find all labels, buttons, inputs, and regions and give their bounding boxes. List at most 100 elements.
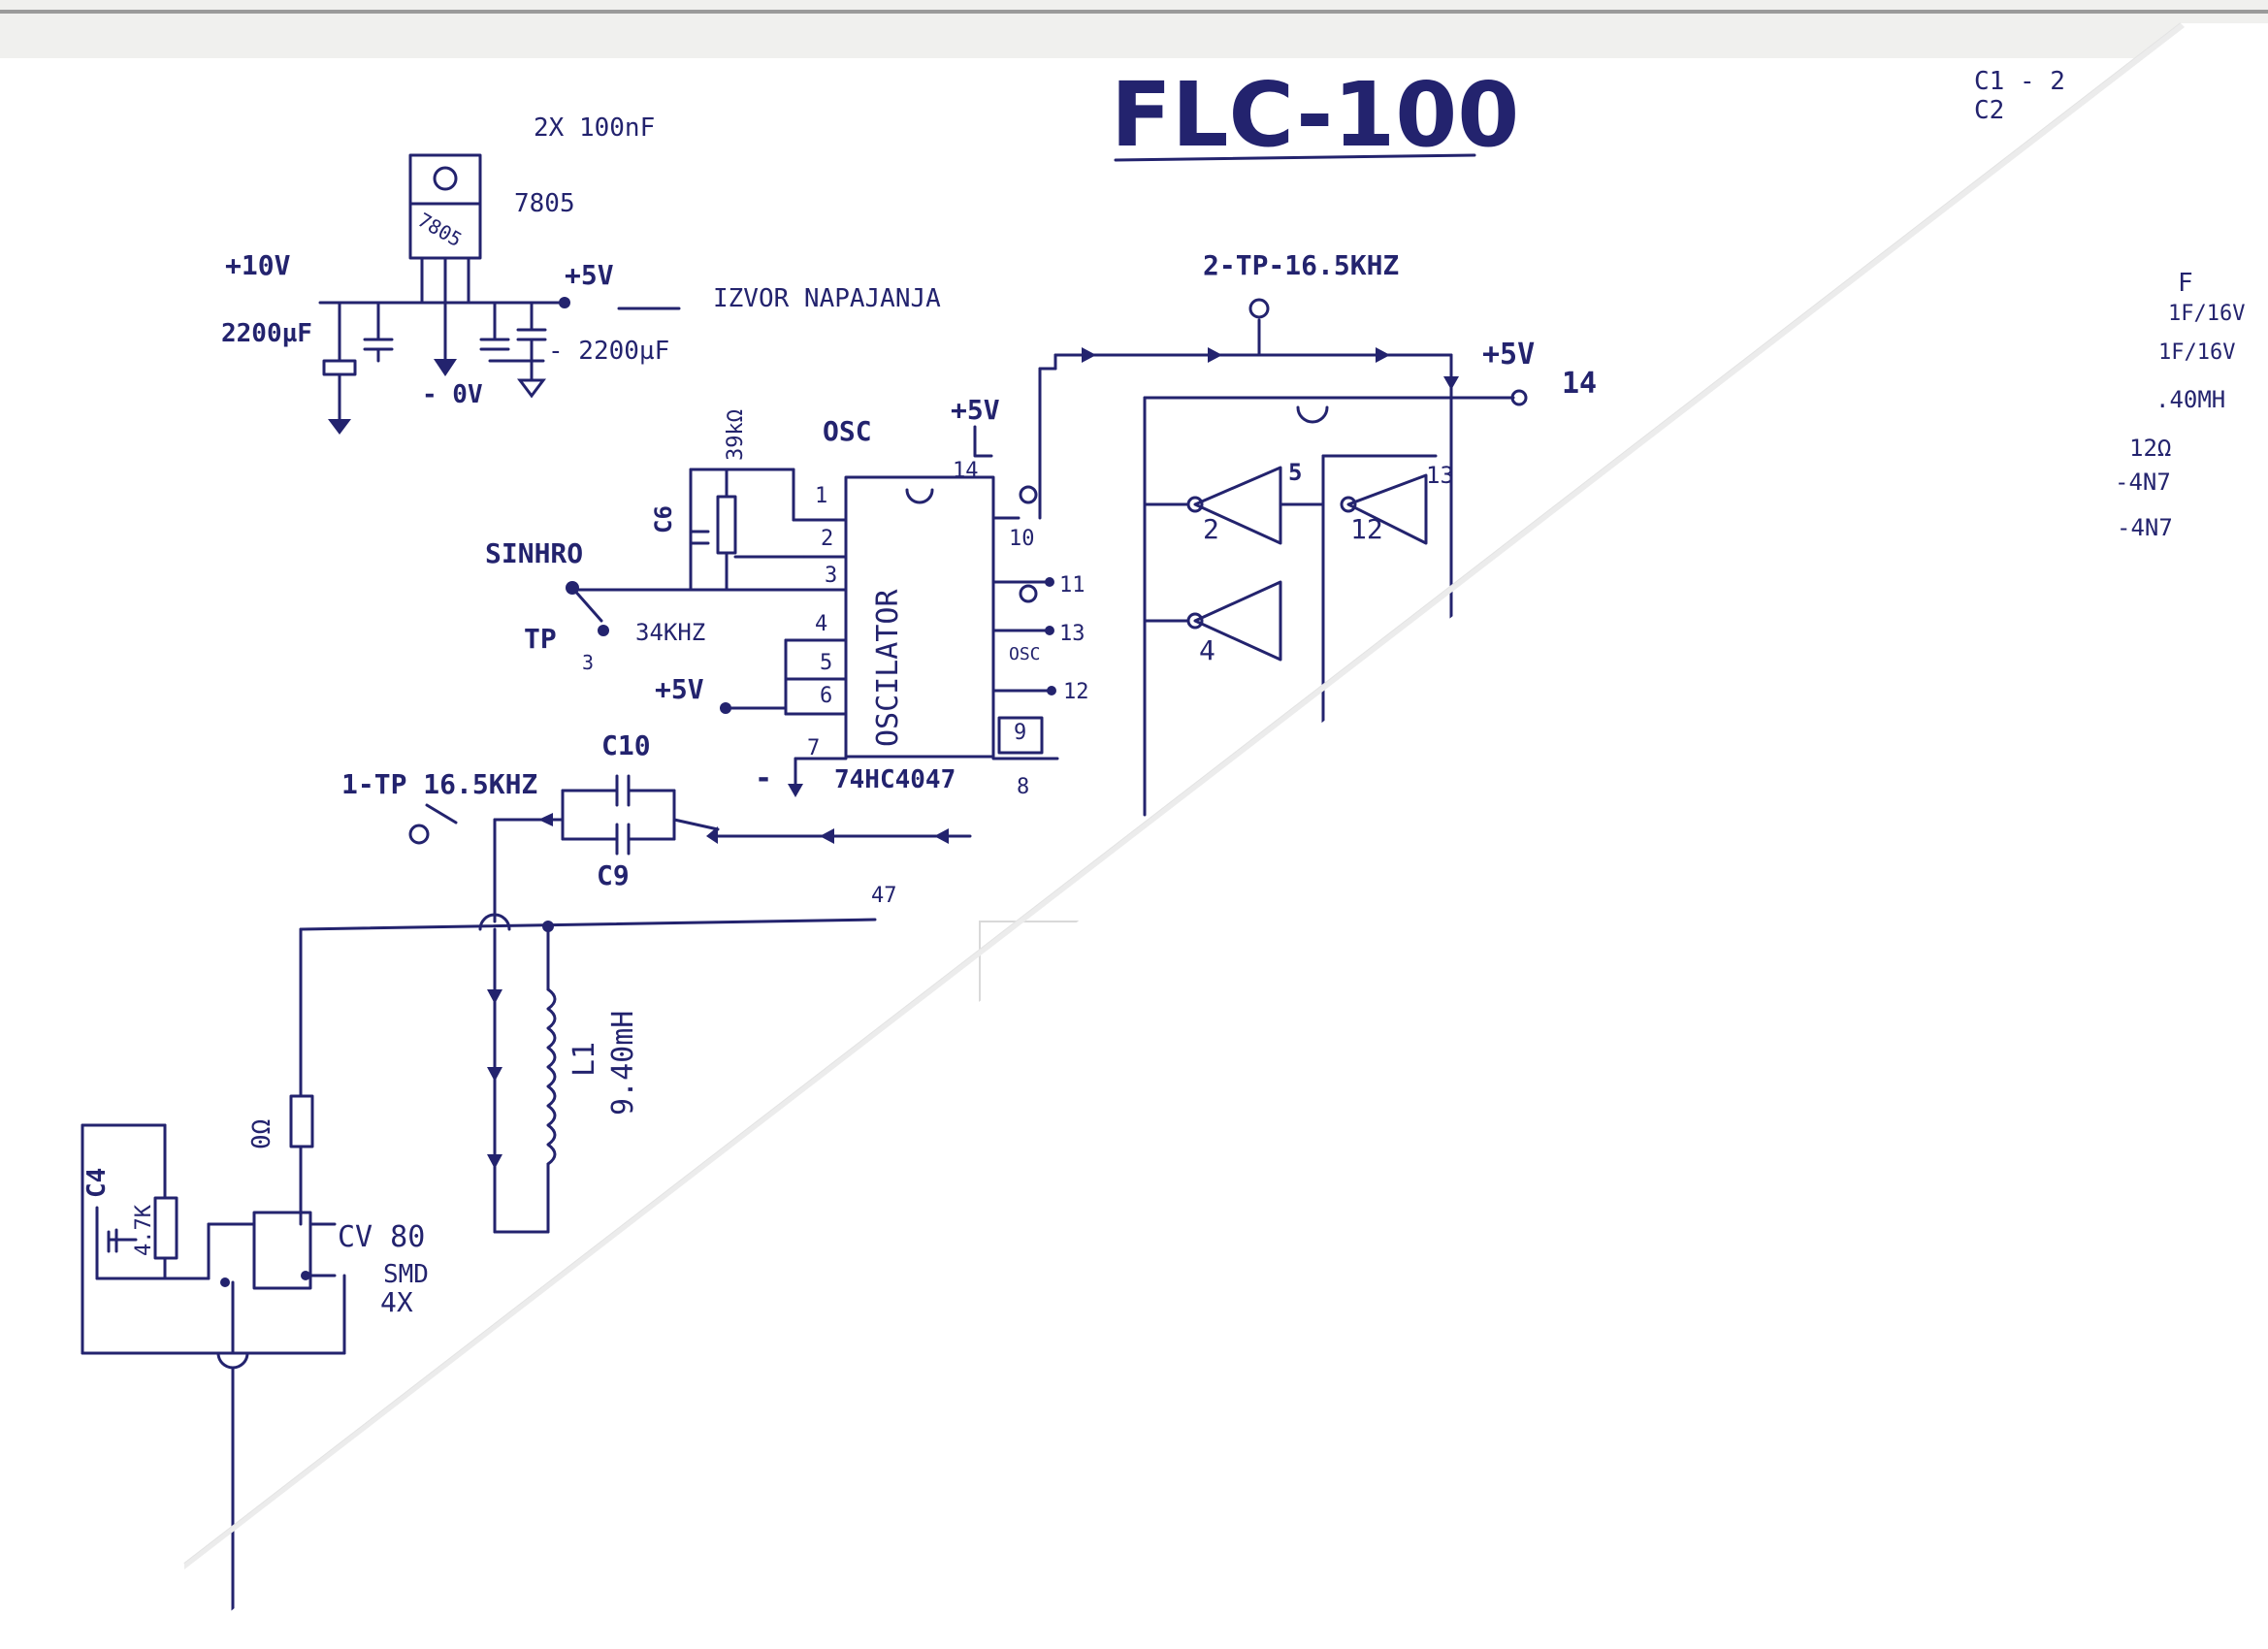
ic-74hc4047 (844, 475, 995, 759)
ic-body-label: OSCILATOR (871, 589, 905, 747)
flow-arrow (706, 826, 718, 844)
gate-pin-label: 13 (1426, 462, 1454, 489)
fold-shadow (184, 23, 2185, 1569)
inverter-gate (1193, 580, 1282, 662)
pin-label: 7 (807, 736, 820, 760)
osc-gnd-minus: - (755, 761, 772, 795)
tp1-label: 1-TP 16.5KHZ (341, 768, 537, 800)
pin-o-node (1019, 485, 1038, 504)
pin14-node (1510, 389, 1528, 406)
gate-label: 12 (1350, 513, 1383, 545)
ic-notch (905, 488, 934, 504)
mosfet-package (252, 1211, 312, 1290)
pin-label: 13 (1059, 622, 1085, 646)
oscillator-section: OSC +5V OSCILATOR 74HC4047 1 2 3 4 5 6 7… (485, 367, 1089, 799)
input-voltage: +10V (225, 249, 291, 281)
gate-label: 2 (1203, 513, 1219, 545)
flow-arrow (487, 1154, 502, 1169)
tp3-sub: 3 (582, 651, 594, 674)
flow-arrow (1082, 347, 1096, 363)
pin-label: 11 (1059, 573, 1085, 598)
right-note: -4N7 (2115, 469, 2171, 496)
sync-label: SINHRO (485, 537, 583, 569)
pin-label: 5 (820, 651, 832, 675)
flow-arrow (820, 828, 834, 844)
mosfet-package-type: SMD (383, 1260, 429, 1289)
gnd-arrow-left (328, 419, 351, 435)
resistor-4k7-label: 4.7K (132, 1204, 156, 1256)
pin-label: 3 (825, 564, 837, 588)
pin-label: 4 (815, 612, 827, 636)
folded-page-corner (184, 23, 2268, 1649)
tp3-label: TP (524, 623, 557, 655)
right-note: -4N7 (2117, 514, 2173, 541)
pin-label: 10 (1009, 527, 1035, 551)
page-title: FLC-100 (1111, 63, 1519, 167)
output-cap: - 2200µF (548, 337, 669, 366)
c10-label: C10 (601, 729, 651, 761)
coil-section: 47 L1 9.40mH (299, 884, 897, 1234)
title-underline (1114, 153, 1476, 162)
pin-label: 2 (821, 527, 833, 551)
gnd-arrow-center (434, 359, 457, 376)
timing-resistor-value: 39kΩ (724, 409, 748, 461)
gate-ic-notch (1296, 405, 1329, 424)
partial-resistor: 47 (871, 884, 897, 908)
flow-arrow (487, 989, 502, 1004)
flow-arrow (1443, 376, 1459, 390)
right-note: 1F/16V (2158, 340, 2235, 365)
ic-part-number: 74HC4047 (834, 765, 956, 794)
right-notes: F 1F/16V 1F/16V .40MH 12Ω -4N7 -4N7 (2115, 269, 2245, 541)
osc-vcc-left: +5V (655, 673, 704, 705)
input-cap: 2200µF (221, 319, 312, 348)
pin-label: 6 (820, 684, 832, 708)
flow-arrow (1376, 347, 1390, 363)
pin9-box (997, 716, 1044, 755)
flow-arrow (538, 813, 553, 826)
pin-label: 14 (953, 459, 979, 483)
pin-label: 8 (1017, 775, 1029, 799)
flow-arrow (1208, 347, 1222, 363)
pin-label: 12 (1063, 680, 1089, 704)
gate-label: 4 (1199, 634, 1215, 666)
corner-note-c1: C1 - 2 (1974, 67, 2065, 96)
c9-label: C9 (597, 859, 630, 891)
caps-note: 2X 100nF (534, 113, 655, 143)
mosfet-quantity: 4X (380, 1286, 413, 1318)
power-source-label: IZVOR NAPAJANJA (713, 284, 941, 313)
flow-arrow (934, 828, 949, 844)
right-note: F (2178, 269, 2193, 298)
driver-section: 0Ω CV 80 SMD 4X 4.7K C4 (81, 927, 506, 1641)
osc-small-label: OSC (1009, 644, 1041, 664)
timing-cap-label: C6 (650, 505, 677, 534)
tp3-node (598, 625, 609, 636)
tp2-label: 2-TP-16.5KHZ (1203, 249, 1399, 281)
corner-note-c2: C2 (1974, 96, 2004, 125)
gates-vcc: +5V (1482, 338, 1535, 372)
regulator-label: 7805 (514, 189, 575, 218)
gate-pin-label: 5 (1288, 459, 1302, 486)
pin-label: 1 (815, 484, 827, 508)
power-supply-section: 2X 100nF 7805 7805 +10V 2200µF +5V - 220… (221, 113, 941, 435)
flow-arrow (487, 1067, 502, 1082)
wire-crossover (478, 913, 511, 931)
node-5v-supply (559, 297, 570, 308)
coil-value: 9.40mH (606, 1011, 640, 1116)
feedback-section: 1-TP 16.5KHZ C10 C9 (341, 729, 972, 923)
pin-label: 9 (1014, 721, 1026, 745)
coil-l1 (546, 987, 557, 1166)
right-note: 1F/16V (2168, 302, 2245, 326)
output-voltage: +5V (565, 259, 614, 291)
tp1-node (408, 824, 430, 845)
osc-vcc: +5V (951, 394, 1000, 426)
pin14-label: 14 (1562, 367, 1597, 401)
gnd-arrow-right (517, 378, 546, 399)
mosfet-label: CV 80 (338, 1220, 425, 1254)
coil-label: L1 (567, 1042, 601, 1077)
gate-resistor-value: 0Ω (247, 1119, 276, 1149)
right-note: 12Ω (2129, 435, 2171, 462)
tp2-node (1248, 298, 1270, 319)
ground-label: - 0V (422, 380, 483, 409)
gnd-arrow-osc (788, 784, 803, 797)
